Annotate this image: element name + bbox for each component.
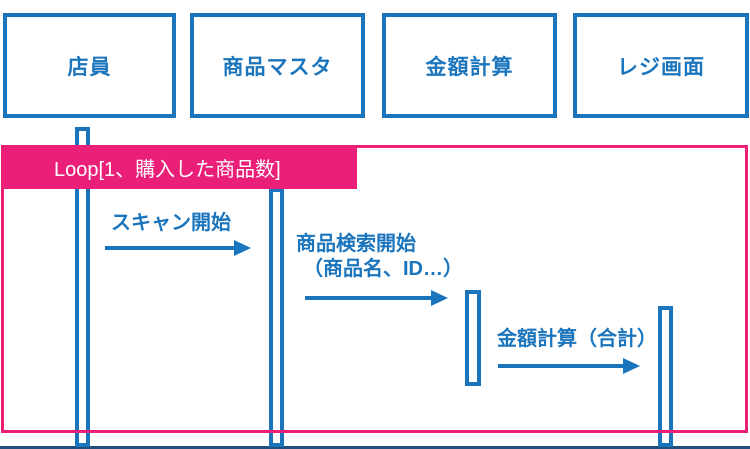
message-arrow-scan-start [105, 240, 251, 256]
arrow-head-icon [431, 290, 448, 306]
message-label-product-search: 商品検索開始 [296, 233, 416, 255]
loop-frame-border [1, 145, 748, 433]
actor-box-register-screen: レジ画面 [573, 13, 749, 118]
activation-bar-price-calc [465, 290, 481, 386]
loop-label: Loop[1、購入した商品数] [54, 158, 281, 181]
message-label-price-calc-total: 金額計算（合計） [497, 328, 657, 350]
actor-label: 金額計算 [425, 55, 514, 79]
message-arrow-product-search [305, 290, 448, 306]
activation-bar-register-screen [658, 306, 673, 447]
arrow-shaft [498, 364, 625, 368]
arrow-shaft [305, 296, 433, 300]
bottom-boundary-line [0, 446, 750, 449]
loop-label-band: Loop[1、購入した商品数] [1, 145, 357, 189]
message-label-product-search-detail: （商品名、ID…） [303, 258, 463, 280]
actor-box-clerk: 店員 [3, 13, 176, 118]
actor-label: 店員 [67, 55, 112, 79]
message-label-scan-start: スキャン開始 [111, 212, 231, 234]
activation-bar-product-master [269, 188, 284, 447]
actor-label: レジ画面 [617, 55, 705, 79]
arrow-head-icon [234, 240, 251, 256]
arrow-head-icon [623, 358, 640, 374]
message-arrow-price-calc-total [498, 358, 640, 374]
arrow-shaft [105, 246, 236, 250]
actor-box-price-calc: 金額計算 [382, 13, 557, 118]
actor-box-product-master: 商品マスタ [190, 13, 365, 118]
actor-label: 商品マスタ [222, 55, 333, 79]
activation-bar-clerk [75, 127, 90, 447]
